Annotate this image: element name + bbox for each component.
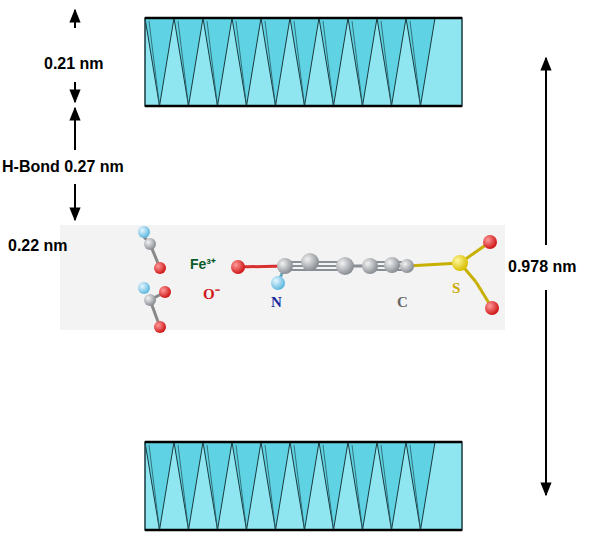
atom-label: N bbox=[271, 294, 282, 311]
dimension-label: 0.978 nm bbox=[508, 258, 576, 276]
molecule bbox=[138, 226, 499, 333]
dimension-label: H-Bond 0.27 nm bbox=[2, 158, 124, 176]
top-layer bbox=[145, 18, 462, 106]
bottom-layer bbox=[145, 442, 462, 530]
atom-label: O⁻ bbox=[203, 286, 220, 303]
dimension-arrows bbox=[75, 10, 546, 495]
atom-label: C bbox=[397, 294, 408, 311]
atom-label: S bbox=[452, 280, 460, 297]
dimension-label: 0.22 nm bbox=[8, 237, 68, 255]
dimension-label: 0.21 nm bbox=[44, 55, 104, 73]
ion-label: Fe³⁺ bbox=[190, 257, 216, 272]
interlayer-band bbox=[60, 225, 505, 330]
